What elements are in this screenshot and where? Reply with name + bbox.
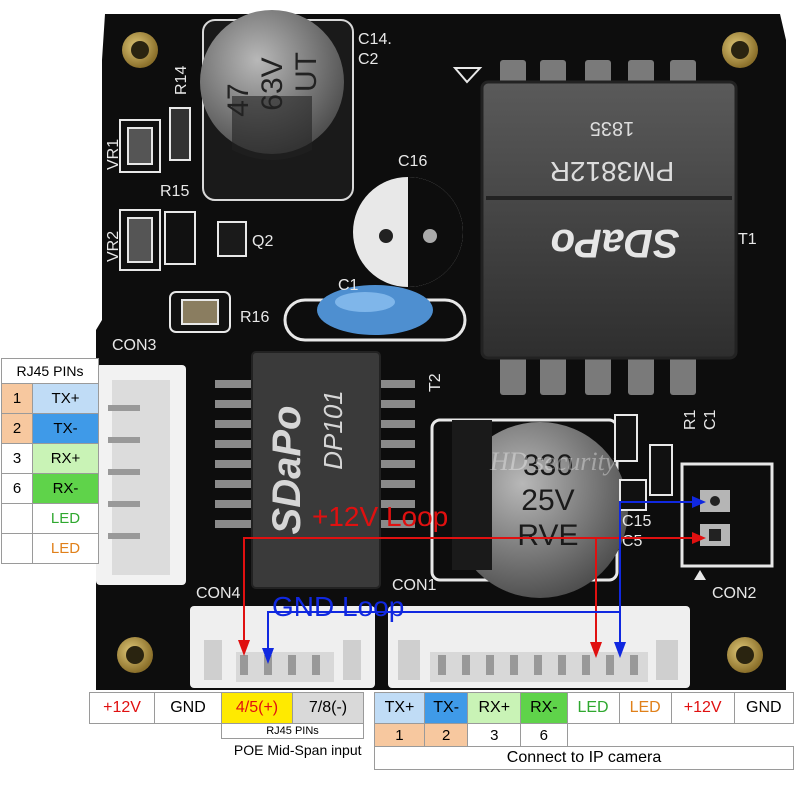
poe-cell-gnd: GND [154,692,222,724]
poe-cell-minus: 7/8(-) [292,692,364,724]
rj45-pin-number [1,533,33,564]
poe-input-table: +12V GND 4/5(+) 7/8(-) RJ45 PINs POE Mid… [89,692,364,761]
smd-components-left [119,107,247,333]
rj45-pin-signal: LED [32,533,99,564]
cam-cell-tx-minus: TX- [423,692,469,724]
table-row: 1 TX+ [1,383,99,414]
red-arrow-right [590,642,602,658]
blue-loop-lines [267,501,700,656]
rj45-table-title: RJ45 PINs [1,358,99,384]
silk-r15: R15 [160,183,189,200]
smd-r1-c1 [614,414,673,511]
rj45-pin-number: 6 [1,473,33,504]
rj45-pin-number: 3 [1,443,33,474]
mounting-holes [117,32,763,673]
cap-c15-label-3: RVE [517,519,578,552]
blue-arrow-right [614,642,626,658]
table-row: 3 RX+ [1,443,99,474]
cam-pin-6: 6 [520,723,568,747]
silk-c1x: C1 [338,277,359,294]
capacitor-c15 [430,418,628,598]
red-loop-label: +12V Loop [312,501,448,532]
blue-loop-label: GND Loop [272,591,404,622]
connector-con3 [96,365,186,585]
silk-vr1: VR1 [105,139,122,170]
silk-r1: R1 [682,409,699,430]
connector-con4 [190,606,375,688]
transformer-t1 [452,60,738,395]
cap-c14-label-3: UT [290,52,323,92]
cam-cell-gnd: GND [733,692,795,724]
poe-cell-plus: 4/5(+) [221,692,293,724]
poe-caption: POE Mid-Span input [233,742,362,758]
connector-con2 [680,462,774,580]
silk-c1: C1 [702,409,719,430]
rj45-pin-number: 2 [1,413,33,444]
table-row: 6 RX- [1,473,99,504]
t2-brand: SDaPo [265,406,309,535]
cap-c15-label-1: 330 [523,449,573,482]
table-row: LED [1,503,99,534]
cam-cell-led-green: LED [566,692,620,724]
blue-arrow-con2 [692,496,706,508]
t1-brand: SDaPo [551,221,680,265]
table-row: LED [1,533,99,564]
poe-cell-12v: +12V [89,692,155,724]
silk-con2: CON2 [712,585,757,602]
rj45-pin-table: RJ45 PINs 1 TX+ 2 TX- 3 RX+ 6 RX- LED LE… [1,358,99,564]
silk-t2: T2 [427,373,444,392]
rj45-pin-signal: LED [32,503,99,534]
red-loop-lines [243,537,700,650]
cam-pin-1: 1 [374,723,425,747]
rj45-pin-signal: TX- [32,413,99,444]
t1-code: 1835 [590,117,635,139]
cap-c14-label-2: 63V [256,57,289,110]
silk-c16: C16 [398,153,427,170]
camera-connection-table: TX+ TX- RX+ RX- LED LED +12V GND 1 2 3 6… [374,692,795,770]
blue-arrow-left [262,648,274,664]
silk-t1: T1 [738,231,757,248]
cam-cell-rx-plus: RX+ [467,692,522,724]
rj45-pin-number [1,503,33,534]
cap-c14-label-1: 47 [222,83,255,116]
cam-caption: Connect to IP camera [374,746,794,770]
watermark: HD security [489,447,617,476]
cap-c15-label-2: 25V [521,484,574,517]
cam-pin-2: 2 [423,723,469,747]
t1-model: PM3812R [550,156,675,187]
rj45-pin-signal: RX+ [32,443,99,474]
cam-cell-led-orange: LED [618,692,672,724]
table-row: 2 TX- [1,413,99,444]
red-arrow-con2 [692,532,706,544]
t2-model: DP101 [318,390,348,470]
cam-pin-3: 3 [467,723,522,747]
silk-con1: CON1 [392,577,437,594]
cam-cell-rx-minus: RX- [520,692,568,724]
silk-q2: Q2 [252,233,273,250]
cam-cell-12v: +12V [670,692,735,724]
red-arrow-left [238,640,250,656]
cam-cell-tx-plus: TX+ [374,692,425,724]
silk-r16: R16 [240,309,269,326]
silk-r14: R14 [173,66,190,95]
silk-con4: CON4 [196,585,241,602]
silk-vr2: VR2 [105,231,122,262]
capacitor-c14 [200,10,354,201]
rj45-pin-signal: RX- [32,473,99,504]
poe-rj45-caption: RJ45 PINs [221,723,364,739]
silk-c2: C2 [358,51,379,68]
silk-c5: C5 [622,533,643,550]
silk-c15: C15 [622,513,651,530]
ic-t2 [215,351,415,589]
connector-con1 [388,606,690,688]
rj45-pin-number: 1 [1,383,33,414]
silk-c14: C14. [358,31,392,48]
capacitor-c16 [283,177,467,342]
rj45-pin-signal: TX+ [32,383,99,414]
silk-con3: CON3 [112,337,157,354]
